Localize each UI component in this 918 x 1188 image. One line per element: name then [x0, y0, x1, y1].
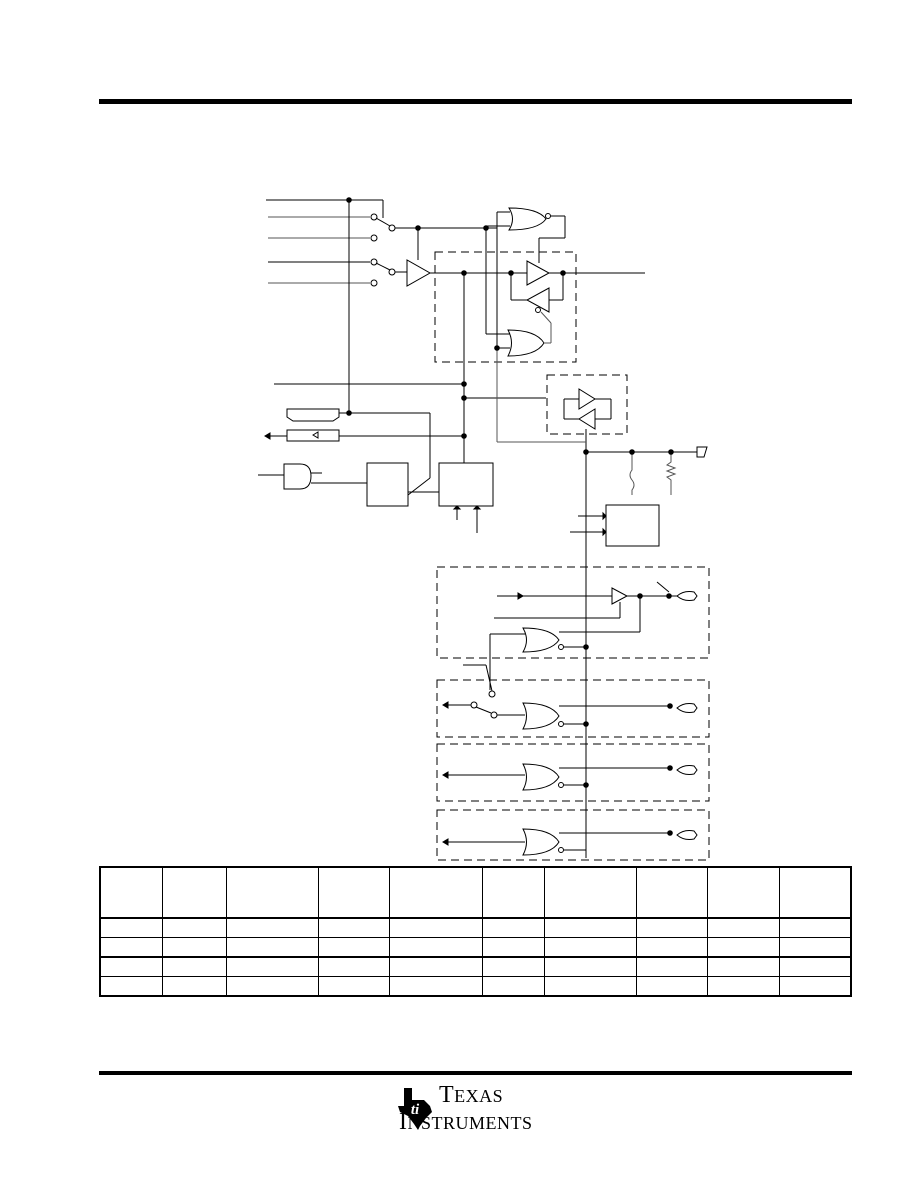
texas-state-icon: ti: [398, 1088, 432, 1130]
logic-box-3: [436, 743, 710, 802]
box3-or-gate: [522, 763, 560, 791]
table-cell: [706, 956, 780, 977]
input-buffer-upper: [578, 388, 596, 410]
register-block-left: [366, 462, 409, 507]
table-cell: [543, 937, 637, 958]
table-cell: [481, 976, 545, 997]
table-cell: [388, 976, 483, 997]
box2-or-gate: [522, 702, 560, 730]
column-header: [225, 866, 319, 919]
column-header: [388, 866, 483, 919]
table-cell: [778, 917, 852, 938]
input-buffer-lower: [578, 408, 596, 430]
table-cell: [543, 917, 637, 938]
or-gate-bottom: [507, 329, 545, 357]
or-gate-top: [508, 207, 547, 231]
box1-or-gate: [522, 627, 560, 653]
svg-text:ti: ti: [411, 1102, 420, 1118]
column-header: [161, 866, 227, 919]
table-cell: [635, 976, 708, 997]
column-header: [317, 866, 390, 919]
table-row: [99, 917, 852, 938]
footer-rule: [99, 1071, 852, 1075]
table-cell: [388, 917, 483, 938]
table-cell: [225, 976, 319, 997]
table-cell: [225, 956, 319, 977]
table-cell: [388, 937, 483, 958]
table-row: [99, 937, 852, 958]
table-cell: [99, 937, 163, 958]
table-row: [99, 956, 852, 977]
logic-box-4: [436, 809, 710, 861]
logic-box-1: [436, 566, 710, 659]
table-cell: [635, 956, 708, 977]
table-cell: [161, 917, 227, 938]
column-header: [706, 866, 780, 919]
control-block: [605, 504, 660, 547]
pin-table: [99, 866, 852, 997]
table-cell: [388, 956, 483, 977]
header-rule: [99, 99, 852, 104]
column-header: [543, 866, 637, 919]
output-driver-box: [434, 251, 577, 363]
and-gate: [283, 463, 312, 490]
junction-dots: [346, 197, 674, 836]
logic-box-2: [436, 679, 710, 738]
table-cell: [543, 976, 637, 997]
table-cell: [99, 917, 163, 938]
table-cell: [99, 976, 163, 997]
table-cell: [635, 917, 708, 938]
input-buffer-box: [546, 374, 628, 435]
mux-switch-top: [370, 213, 497, 242]
table-cell: [161, 956, 227, 977]
table-cell: [161, 937, 227, 958]
column-header: [481, 866, 545, 919]
main-buffer: [406, 259, 432, 287]
table-cell: [778, 937, 852, 958]
table-cell: [225, 937, 319, 958]
table-cell: [635, 937, 708, 958]
table-cell: [161, 976, 227, 997]
table-row: [99, 976, 852, 997]
table-cell: [706, 937, 780, 958]
table-cell: [99, 956, 163, 977]
table-cell: [317, 956, 390, 977]
input-lines: [266, 199, 384, 411]
table-cell: [481, 937, 545, 958]
column-header: [99, 866, 163, 919]
table-cell: [481, 917, 545, 938]
table-cell: [481, 956, 545, 977]
output-buffer: [526, 260, 551, 286]
latch-upper: [286, 408, 340, 422]
table-cell: [778, 976, 852, 997]
table-cell: [317, 976, 390, 997]
mux-switch-bottom: [370, 258, 407, 287]
logo-line-2: INSTRUMENTS: [399, 1109, 533, 1135]
column-header: [635, 866, 708, 919]
table-cell: [317, 937, 390, 958]
ti-logo: ti TEXAS INSTRUMENTS: [394, 1080, 564, 1142]
logo-line-1: TEXAS: [439, 1082, 504, 1108]
table-cell: [778, 956, 852, 977]
table-cell: [225, 917, 319, 938]
table-cell: [543, 956, 637, 977]
table-cell: [706, 976, 780, 997]
table-header-row: [99, 866, 852, 919]
box1-buffer: [611, 587, 629, 605]
column-header: [778, 866, 852, 919]
register-block-right: [438, 462, 494, 507]
table-cell: [706, 917, 780, 938]
box4-or-gate: [522, 828, 560, 856]
table-cell: [317, 917, 390, 938]
pad-connector: [696, 446, 708, 458]
